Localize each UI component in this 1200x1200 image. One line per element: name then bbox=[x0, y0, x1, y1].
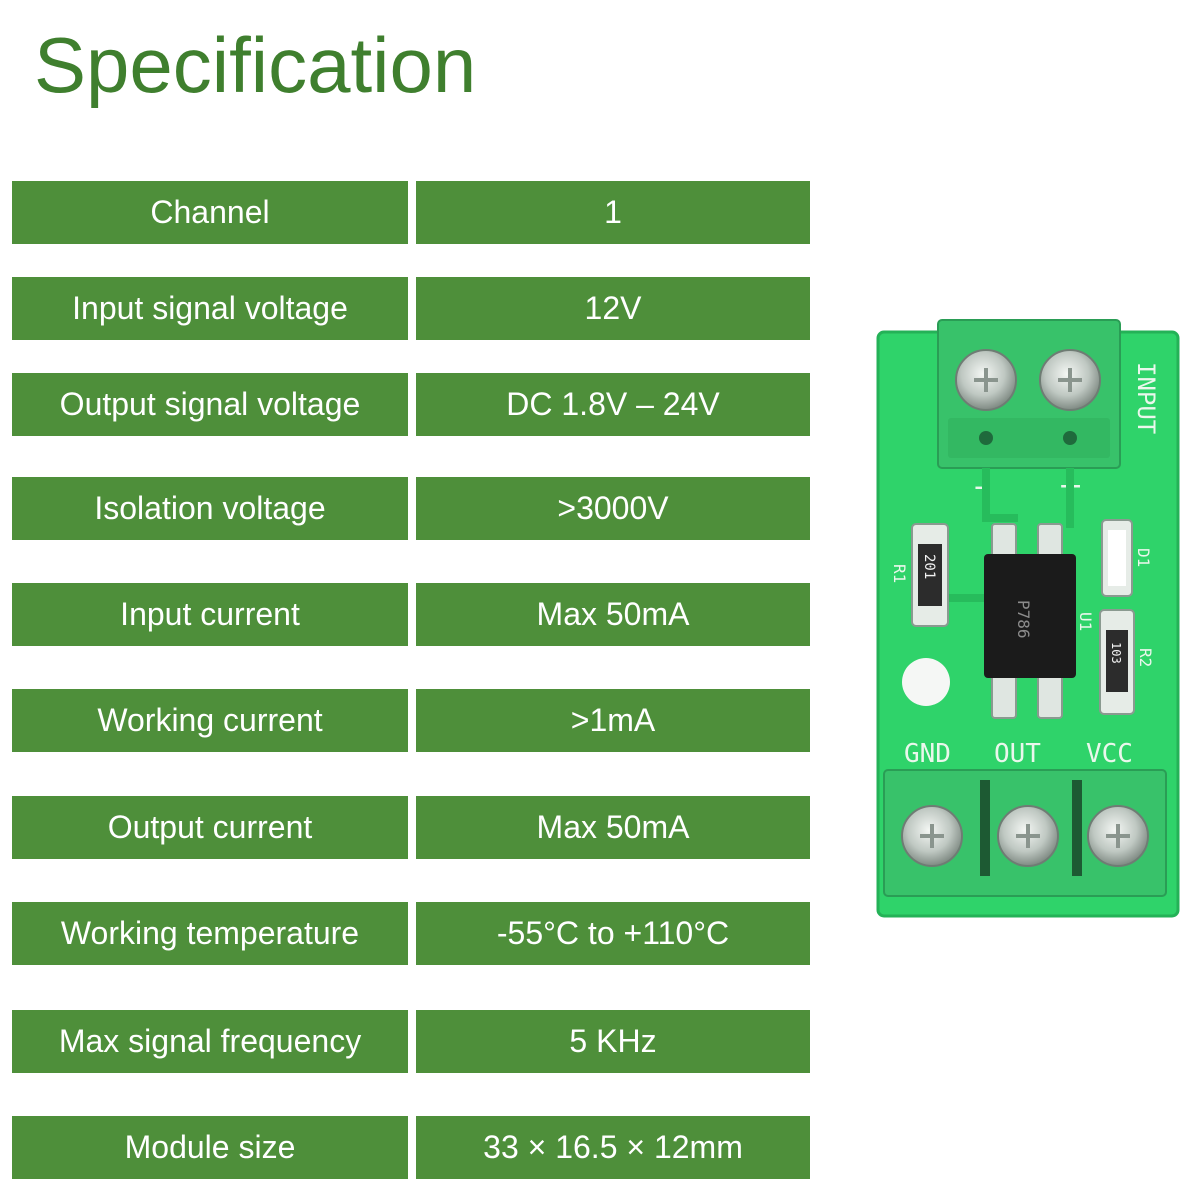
resistor-code-label: 201 bbox=[921, 554, 937, 579]
spec-label: Module size bbox=[12, 1116, 408, 1179]
spec-value: 33 × 16.5 × 12mm bbox=[416, 1116, 810, 1179]
u1-silkscreen-label: U1 bbox=[1076, 612, 1095, 631]
output-terminal-block bbox=[883, 769, 1167, 897]
spec-row: Isolation voltage >3000V bbox=[12, 477, 812, 540]
page-title: Specification bbox=[34, 21, 477, 109]
spec-row: Channel 1 bbox=[12, 181, 812, 244]
spec-row: Output signal voltage DC 1.8V – 24V bbox=[12, 373, 812, 436]
spec-label: Input current bbox=[12, 583, 408, 646]
spec-label: Max signal frequency bbox=[12, 1010, 408, 1073]
optocoupler-module-image: INPUT - + 201 R1 D1 P786 U1 bbox=[868, 318, 1190, 918]
spec-value: >3000V bbox=[416, 477, 810, 540]
d1-silkscreen-label: D1 bbox=[1134, 548, 1153, 567]
spec-row: Module size 33 × 16.5 × 12mm bbox=[12, 1116, 812, 1179]
chip-marking-label: P786 bbox=[1014, 600, 1033, 639]
spec-label: Working temperature bbox=[12, 902, 408, 965]
spec-value: 12V bbox=[416, 277, 810, 340]
diode-d1 bbox=[1101, 519, 1133, 597]
spec-label: Input signal voltage bbox=[12, 277, 408, 340]
spec-row: Output current Max 50mA bbox=[12, 796, 812, 859]
spec-value: Max 50mA bbox=[416, 796, 810, 859]
spec-row: Max signal frequency 5 KHz bbox=[12, 1010, 812, 1073]
out-pin-label: OUT bbox=[994, 739, 1041, 769]
spec-value: 1 bbox=[416, 181, 810, 244]
spec-row: Working temperature -55°C to +110°C bbox=[12, 902, 812, 965]
spec-row: Input signal voltage 12V bbox=[12, 277, 812, 340]
input-terminal-block bbox=[937, 319, 1121, 469]
vcc-pin-label: VCC bbox=[1086, 739, 1133, 769]
resistor-code-label: 103 bbox=[1109, 642, 1123, 664]
gnd-pin-label: GND bbox=[904, 739, 951, 769]
spec-row: Working current >1mA bbox=[12, 689, 812, 752]
spec-row: Input current Max 50mA bbox=[12, 583, 812, 646]
r1-silkscreen-label: R1 bbox=[890, 564, 909, 583]
spec-label: Isolation voltage bbox=[12, 477, 408, 540]
optocoupler-chip-u1: P786 bbox=[984, 523, 1076, 719]
minus-silkscreen-label: - bbox=[974, 469, 985, 504]
mounting-marker-icon bbox=[902, 658, 950, 706]
spec-value: -55°C to +110°C bbox=[416, 902, 810, 965]
spec-value: >1mA bbox=[416, 689, 810, 752]
input-silkscreen-label: INPUT bbox=[1132, 362, 1160, 434]
spec-label: Working current bbox=[12, 689, 408, 752]
spec-value: Max 50mA bbox=[416, 583, 810, 646]
resistor-r2: 103 bbox=[1099, 609, 1135, 715]
spec-label: Output signal voltage bbox=[12, 373, 408, 436]
spec-label: Channel bbox=[12, 181, 408, 244]
spec-value: DC 1.8V – 24V bbox=[416, 373, 810, 436]
r2-silkscreen-label: R2 bbox=[1136, 648, 1155, 667]
spec-label: Output current bbox=[12, 796, 408, 859]
spec-value: 5 KHz bbox=[416, 1010, 810, 1073]
resistor-r1: 201 bbox=[911, 523, 949, 627]
